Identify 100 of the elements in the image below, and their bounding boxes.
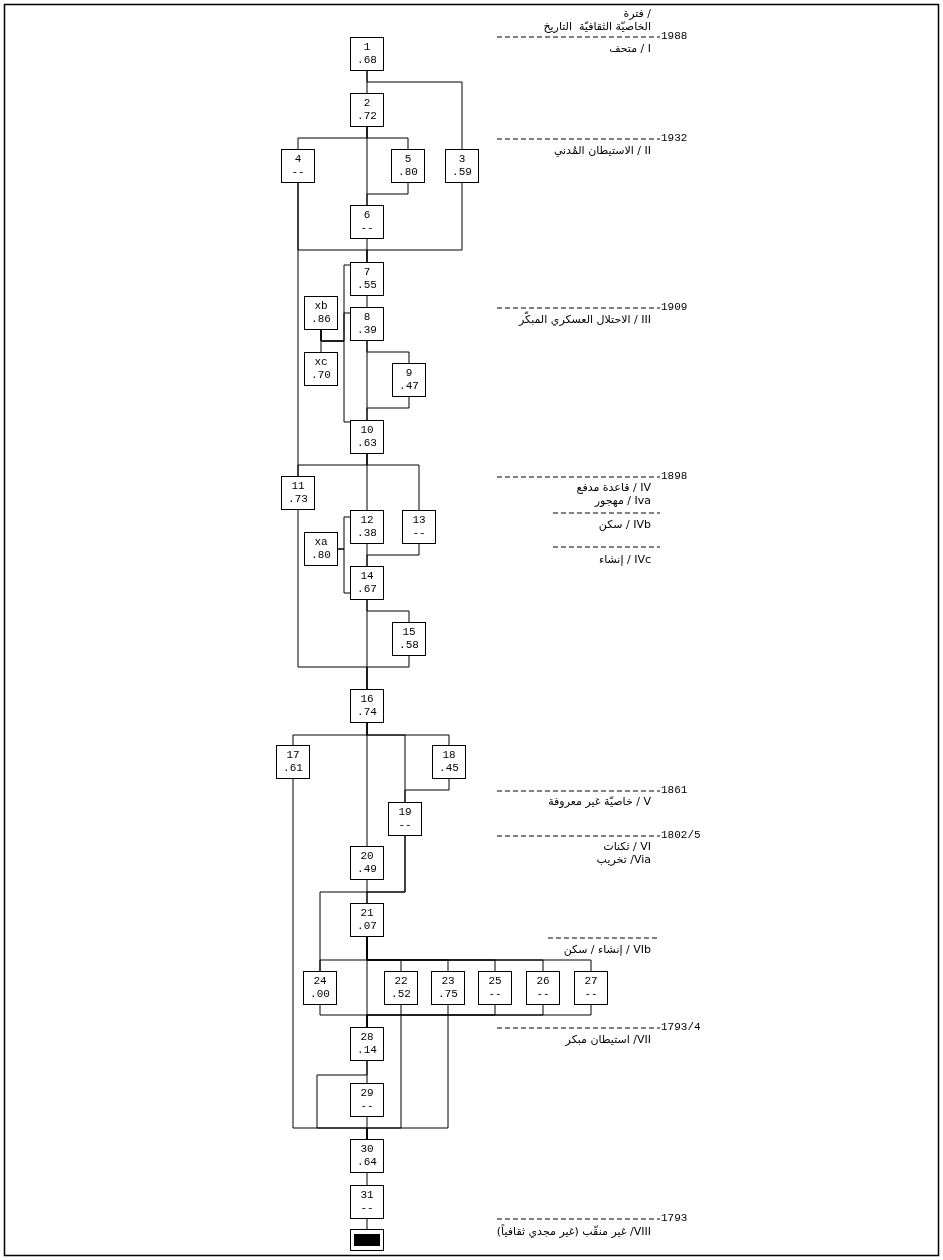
phase-value: .63	[357, 437, 377, 450]
phase-value: .00	[310, 988, 330, 1001]
phase-value: --	[360, 1100, 374, 1113]
phase-value: .39	[357, 324, 377, 337]
context-number: 10	[360, 424, 374, 437]
context-box	[350, 510, 384, 544]
period-label: VIb / إنشاء / سكن	[563, 943, 651, 956]
date-label: 1861	[661, 784, 688, 797]
phase-value: .59	[452, 166, 472, 179]
context-number: 7	[363, 266, 371, 279]
context-box	[391, 149, 425, 183]
context-number: 4	[294, 153, 302, 166]
context-number: xb	[314, 300, 328, 313]
context-box	[304, 296, 338, 330]
context-box	[445, 149, 479, 183]
phase-value: .55	[357, 279, 377, 292]
column-header: فترة /	[623, 7, 651, 20]
phase-value: .61	[283, 762, 303, 775]
context-number: 1	[363, 41, 371, 54]
context-box	[350, 689, 384, 723]
period-label: II / الاستيطان المُدني	[553, 144, 651, 157]
context-number: 12	[360, 514, 374, 527]
connector-line	[366, 1116, 368, 1140]
period-label: V / خاصيّة غير معروفة	[548, 795, 651, 808]
connector-line	[366, 722, 368, 847]
phase-value: --	[536, 988, 550, 1001]
context-box	[350, 903, 384, 937]
period-label: IV / قاعدة مدفع	[576, 481, 651, 494]
phase-value: --	[291, 166, 305, 179]
context-box	[350, 205, 384, 239]
context-number: 30	[360, 1143, 374, 1156]
date-label: 1793	[661, 1212, 688, 1225]
context-box	[574, 971, 608, 1005]
context-number: 29	[360, 1087, 374, 1100]
context-box	[350, 262, 384, 296]
phase-value: .52	[391, 988, 411, 1001]
connector-line	[366, 879, 368, 904]
context-box	[478, 971, 512, 1005]
context-number: 25	[488, 975, 502, 988]
context-number: 2	[363, 97, 371, 110]
connector-line	[366, 182, 409, 206]
phase-value: --	[360, 222, 374, 235]
phase-value: .49	[357, 863, 377, 876]
connector-line	[297, 509, 368, 690]
context-number: 24	[313, 975, 327, 988]
date-label: 1988	[661, 30, 688, 43]
connector-line	[366, 396, 410, 421]
context-number: xc	[314, 356, 328, 369]
context-number: 21	[360, 907, 374, 920]
date-label: 1932	[661, 132, 688, 145]
period-label: III / الاحتلال العسكري المبكّر	[519, 313, 651, 326]
context-box	[526, 971, 560, 1005]
context-box	[276, 745, 310, 779]
phase-value: .45	[439, 762, 459, 775]
date-label: 1802/5	[661, 829, 701, 842]
context-number: 3	[458, 153, 466, 166]
context-number: 27	[584, 975, 598, 988]
phase-value: .72	[357, 110, 377, 123]
context-number: 11	[291, 480, 305, 493]
context-number: 13	[412, 514, 426, 527]
context-number: 6	[363, 209, 371, 222]
phase-value: .64	[357, 1156, 377, 1169]
connector-line	[366, 1218, 368, 1230]
date-label: 1793/4	[661, 1021, 701, 1034]
context-box	[431, 971, 465, 1005]
context-box	[392, 363, 426, 397]
context-number: 28	[360, 1031, 374, 1044]
context-box	[384, 971, 418, 1005]
phase-value: .73	[288, 493, 308, 506]
context-box	[281, 149, 315, 183]
connector-line	[366, 453, 420, 511]
period-label: IVc / إنشاء	[599, 553, 651, 566]
context-number: 16	[360, 693, 374, 706]
context-number: 5	[404, 153, 412, 166]
phase-value: .38	[357, 527, 377, 540]
phase-value: --	[398, 819, 412, 832]
phase-value: .74	[357, 706, 377, 719]
phase-value: .68	[357, 54, 377, 67]
context-number: 9	[405, 367, 413, 380]
phase-value: --	[488, 988, 502, 1001]
connector-line	[337, 548, 351, 594]
column-header: الخاصيّة الثقافيّة	[578, 20, 651, 33]
context-number: 23	[441, 975, 455, 988]
connector-line	[404, 778, 450, 803]
context-box	[432, 745, 466, 779]
phase-value: .07	[357, 920, 377, 933]
connector-line	[366, 1004, 592, 1028]
context-box	[350, 846, 384, 880]
context-box	[392, 622, 426, 656]
context-number: 15	[402, 626, 416, 639]
context-box	[350, 93, 384, 127]
phase-value: .67	[357, 583, 377, 596]
phase-value: .70	[311, 369, 331, 382]
context-box	[350, 1027, 384, 1061]
context-box	[350, 307, 384, 341]
context-number: 18	[442, 749, 456, 762]
period-label: VI / ثكنات	[603, 840, 651, 853]
context-number: 19	[398, 806, 412, 819]
period-label: IVb / سكن	[598, 518, 651, 531]
context-box	[350, 566, 384, 600]
